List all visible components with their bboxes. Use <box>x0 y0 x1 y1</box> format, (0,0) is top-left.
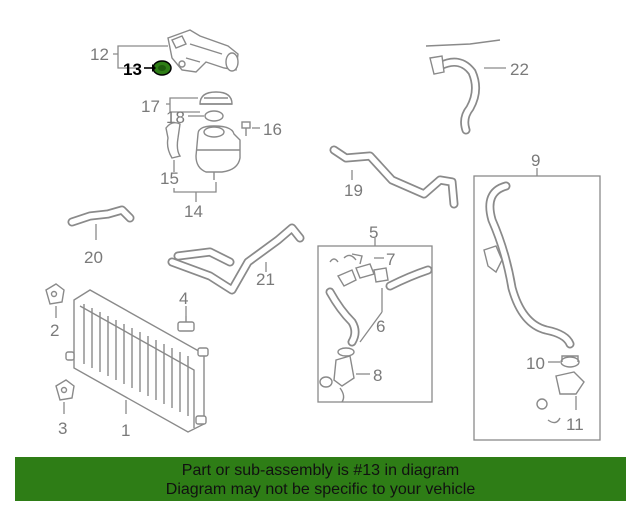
callout-12: 12 <box>90 45 109 64</box>
callout-9: 9 <box>531 151 540 170</box>
callout-4: 4 <box>179 289 188 308</box>
callout-1: 1 <box>121 421 130 440</box>
part-2-mount[interactable] <box>45 283 65 305</box>
part-14-expansion-tank[interactable] <box>195 125 241 180</box>
part-7-clamp[interactable] <box>351 253 363 265</box>
group-9-box <box>473 168 601 441</box>
group-5-box <box>317 238 433 403</box>
part-16-bolt[interactable] <box>241 121 251 136</box>
part-3-mount[interactable] <box>55 379 75 401</box>
part-15-hose[interactable] <box>165 121 182 159</box>
banner-line-1: Part or sub-assembly is #13 in diagram <box>181 462 460 479</box>
callout-16: 16 <box>263 120 282 139</box>
callout-18: 18 <box>166 108 185 127</box>
part-21-pipe-assembly[interactable] <box>167 223 305 295</box>
part-1-radiator[interactable] <box>65 289 209 433</box>
part-12-coolant-flange[interactable] <box>167 29 239 73</box>
part-10-clamp[interactable] <box>560 355 580 368</box>
part-11-connector[interactable] <box>536 371 585 424</box>
callout-3: 3 <box>58 419 67 438</box>
callout-6: 6 <box>376 317 385 336</box>
part-6-hose[interactable] <box>325 254 433 347</box>
callout-14: 14 <box>184 202 203 221</box>
callout-15: 15 <box>160 169 179 188</box>
callout-11: 11 <box>566 415 584 434</box>
part-18-cap-seal[interactable] <box>204 110 224 122</box>
callout-22: 22 <box>510 60 529 79</box>
callout-21: 21 <box>256 270 275 289</box>
part-4-temperature-sensor[interactable] <box>177 316 195 332</box>
callout-7: 7 <box>386 250 395 269</box>
callout-17: 17 <box>141 97 160 116</box>
callout-10: 10 <box>526 354 545 373</box>
callout-8: 8 <box>373 366 382 385</box>
part-19-coolant-pipe[interactable] <box>329 145 459 209</box>
banner-line-2: Diagram may not be specific to your vehi… <box>165 481 476 498</box>
part-8-connector[interactable] <box>319 347 355 403</box>
callout-5: 5 <box>369 223 378 242</box>
parts-diagram: 12 13 17 18 15 14 16 22 <box>45 29 601 441</box>
info-banner: Part or sub-assembly is #13 in diagram D… <box>15 457 626 501</box>
callout-13: 13 <box>123 60 142 79</box>
part-9-hose[interactable] <box>483 181 575 349</box>
part-20-hose[interactable] <box>67 205 135 227</box>
callout-2: 2 <box>50 321 59 340</box>
callout-20: 20 <box>84 248 103 267</box>
part-22-upper-hose[interactable] <box>425 39 501 135</box>
part-17-reservoir-cap[interactable] <box>199 91 233 105</box>
callout-19: 19 <box>344 181 363 200</box>
